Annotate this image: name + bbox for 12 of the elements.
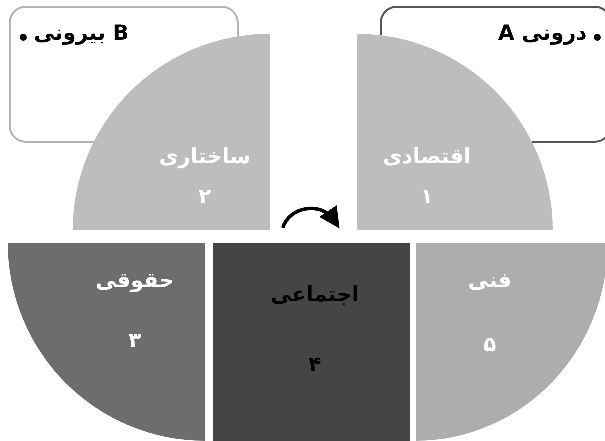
segment-number: ۲ [198, 184, 212, 210]
segment-label: حقوقی [96, 268, 174, 294]
list-item-text: بیرونی B [34, 21, 130, 45]
segment-number: ۳ [128, 328, 142, 354]
segment-label: ساختاری [159, 144, 251, 170]
segment-number: ۵ [484, 332, 496, 358]
segment-label: اجتماعی [270, 282, 360, 308]
segment-label: اقتصادی [382, 144, 472, 170]
segment-number: ۴ [308, 352, 322, 378]
list-item-text: درونی A [498, 21, 587, 45]
segment-number: ۱ [420, 184, 434, 210]
segment-label: فنی [468, 268, 512, 294]
